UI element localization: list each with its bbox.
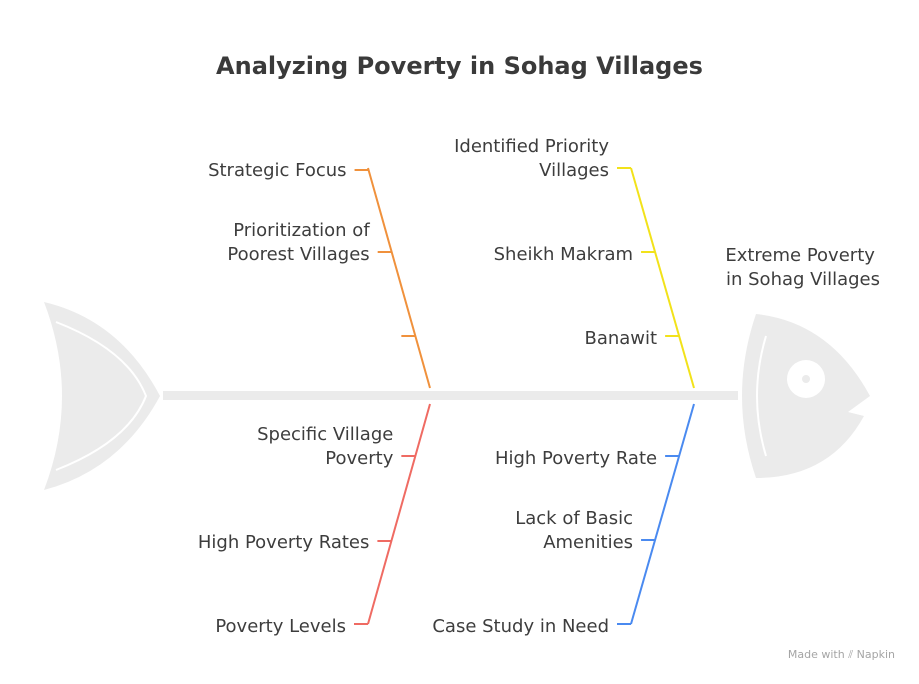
cause-label: High Poverty Rates [198, 532, 370, 553]
watermark-brand: Napkin [856, 648, 895, 661]
cause-label-line: Poorest Villages [227, 244, 369, 265]
fish-pupil [802, 375, 810, 383]
fish-spine [163, 391, 738, 400]
cause-label: Sheikh Makram [494, 244, 633, 265]
cause-label-line: Banawit [584, 328, 657, 349]
cause-label: High Poverty Rate [495, 448, 657, 469]
cause-label-line: Amenities [543, 532, 633, 553]
head-label-line: Extreme Poverty [725, 245, 875, 266]
cause-label: Poverty Levels [215, 616, 346, 637]
cause-label: Case Study in Need [432, 616, 609, 637]
cause-label: Strategic Focus [208, 160, 347, 181]
branch-line [367, 403, 431, 625]
branch-line [630, 167, 695, 389]
cause-label-line: Poverty Levels [215, 616, 346, 637]
head-label-line: in Sohag Villages [726, 269, 880, 290]
cause-label-line: Poverty [325, 448, 393, 469]
cause-label-line: Sheikh Makram [494, 244, 633, 265]
fish-tail [44, 302, 160, 490]
made-with-watermark: Made with ⫽ Napkin [788, 648, 895, 662]
cause-label-line: High Poverty Rates [198, 532, 370, 553]
cause-label-line: Identified Priority [454, 136, 609, 157]
cause-label-line: Lack of Basic [515, 508, 633, 529]
watermark-prefix: Made with [787, 648, 845, 661]
cause-label: Prioritization of Poorest Villages [227, 220, 370, 265]
cause-label-line: Prioritization of [233, 220, 370, 241]
cause-label-line: Strategic Focus [208, 160, 347, 181]
head-label: Extreme Poverty in Sohag Villages [725, 245, 880, 290]
cause-label-line: Case Study in Need [432, 616, 609, 637]
branch-line [367, 167, 431, 389]
fish-tail-highlight [55, 321, 148, 471]
fish-gill [756, 335, 767, 457]
napkin-logo-icon: ⫽ [848, 648, 854, 661]
branch-line [630, 403, 695, 625]
cause-label-line: Specific Village [257, 424, 393, 445]
cause-label-line: High Poverty Rate [495, 448, 657, 469]
diagram-title: Analyzing Poverty in Sohag Villages [216, 52, 703, 80]
cause-label: Banawit [584, 328, 657, 349]
cause-label-line: Villages [539, 160, 609, 181]
